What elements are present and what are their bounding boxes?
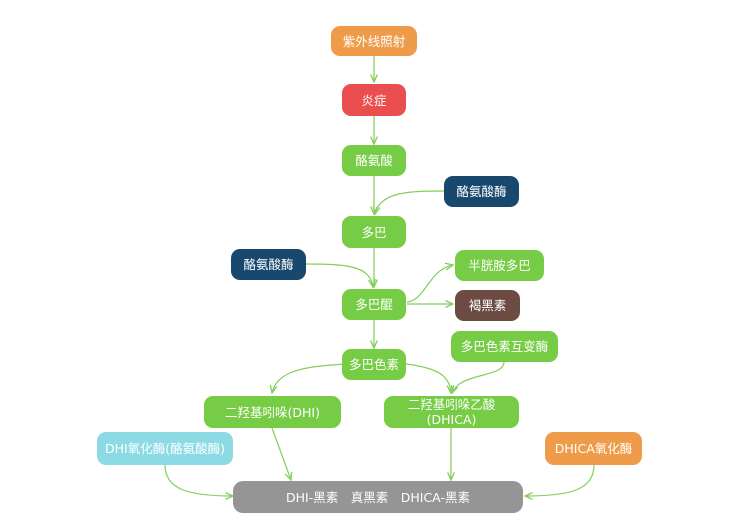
edge-dopaquinone-to-cysteinyldopa bbox=[406, 265, 453, 303]
node-inflammation: 炎症 bbox=[342, 84, 406, 116]
node-pheomelanin: 褐黑素 bbox=[455, 290, 520, 321]
node-dopaquinone: 多巴醌 bbox=[342, 289, 406, 320]
edge-dhi-to-eumelanin bbox=[271, 427, 291, 480]
node-dopa: 多巴 bbox=[342, 216, 406, 248]
node-tyrosinase-2: 酪氨酸酶 bbox=[231, 249, 306, 280]
edge-dopachrome-to-dhi bbox=[272, 363, 349, 393]
node-dopachrome: 多巴色素 bbox=[342, 349, 406, 380]
node-eumelanin: DHI-黑素 真黑素 DHICA-黑素 bbox=[233, 481, 523, 513]
node-dhi-oxidase: DHI氧化酶(酪氨酸酶) bbox=[97, 432, 233, 465]
edge-dhicaoxidase-to-eumelanin bbox=[525, 464, 595, 496]
node-uv-irradiation: 紫外线照射 bbox=[331, 26, 417, 56]
node-dhica: 二羟基吲哚乙酸 (DHICA) bbox=[384, 396, 519, 428]
edge-tyrosinase2-to-dopaquinone bbox=[305, 263, 373, 287]
node-dhica-oxidase: DHICA氧化酶 bbox=[545, 432, 642, 465]
node-dopachrome-tautomerase: 多巴色素互变酶 bbox=[451, 331, 558, 362]
node-tyrosinase-1: 酪氨酸酶 bbox=[444, 176, 519, 207]
node-dhica-line-1: 二羟基吲哚乙酸 bbox=[407, 397, 496, 412]
edge-tyrosinase1-to-dopa bbox=[375, 190, 445, 214]
node-tyrosine: 酪氨酸 bbox=[342, 145, 406, 176]
edge-tautomerase-to-dhica bbox=[452, 361, 505, 393]
node-dhi: 二羟基吲哚(DHI) bbox=[204, 396, 341, 428]
edge-dhioxidase-to-eumelanin bbox=[164, 464, 233, 496]
node-cysteinyldopa: 半胱胺多巴 bbox=[455, 250, 544, 281]
edge-dopachrome-to-dhica bbox=[405, 363, 451, 393]
node-dhica-line-2: (DHICA) bbox=[426, 412, 477, 427]
